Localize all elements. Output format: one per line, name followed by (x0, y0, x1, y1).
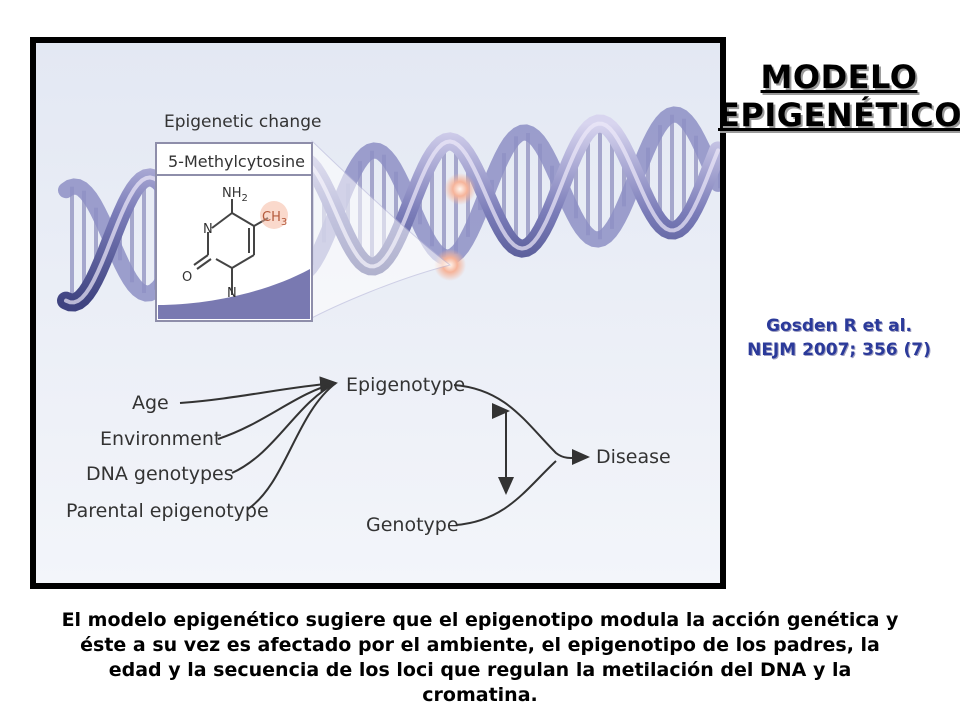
slide-title-line-1: MODELO (760, 58, 918, 96)
arrow-dna-genotypes (231, 382, 337, 474)
zoom-wedge (305, 139, 452, 322)
inset-title: 5-Methylcytosine (168, 152, 305, 171)
arrow-environment (217, 382, 337, 440)
epigenetic-model-figure: Epigenetic change 5-Methylcytosine NH2 C… (36, 43, 720, 583)
citation-journal: NEJM 2007; 356 (7) (747, 340, 931, 360)
input-age-label: Age (132, 392, 169, 414)
arrow-genotype-disease (455, 460, 557, 526)
arrow-age (179, 376, 338, 404)
arrow-parental-epigenotype (247, 382, 337, 510)
citation-author: Gosden R et al. (766, 316, 912, 336)
slide-title-line-2: EPIGENÉTICO (718, 96, 960, 134)
epigenetic-change-label: Epigenetic change (164, 112, 321, 132)
input-environment-label: Environment (100, 428, 221, 450)
caption-text: El modelo epigenético sugiere que el epi… (61, 609, 899, 706)
methylcytosine-inset (155, 142, 313, 322)
methyl-mark-glow (444, 173, 476, 205)
oxygen-label: O (182, 270, 192, 285)
ch3-label: CH3 (262, 210, 287, 228)
epigenotype-label: Epigenotype (346, 374, 465, 396)
nitrogen-1-label: N (227, 286, 237, 301)
input-parental-epigenotype-label: Parental epigenotype (66, 500, 269, 522)
figure-panel: Epigenetic change 5-Methylcytosine NH2 C… (30, 37, 726, 589)
genotype-label: Genotype (366, 514, 459, 536)
arrow-epigenotype-disease (453, 384, 590, 466)
model-diagram: Epigenotype Genotype Disease Age Environ… (66, 374, 671, 536)
nitrogen-3-label: N (203, 222, 213, 237)
disease-label: Disease (596, 446, 671, 468)
input-dna-genotypes-label: DNA genotypes (86, 463, 234, 485)
citation: Gosden R et al. NEJM 2007; 356 (7) (718, 314, 960, 362)
nh2-label: NH2 (222, 186, 248, 204)
